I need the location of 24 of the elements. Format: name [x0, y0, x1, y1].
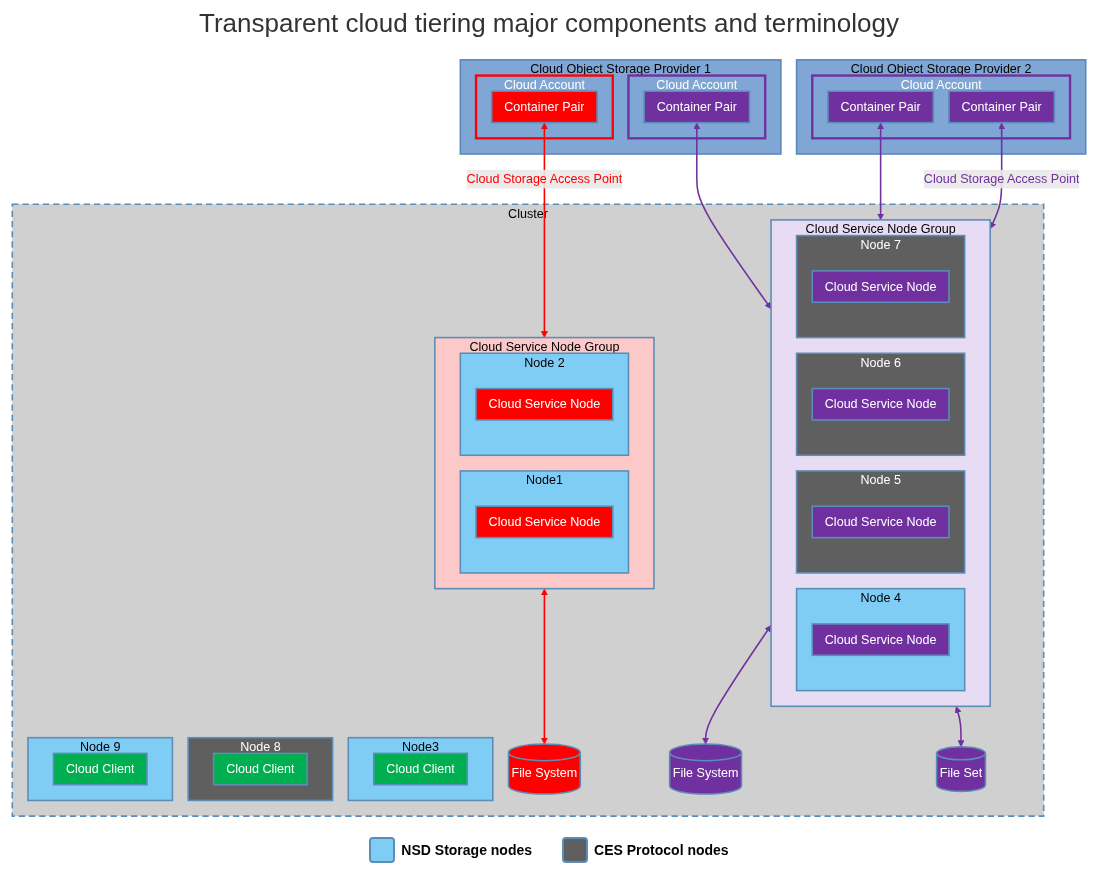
node-box: Cloud Client: [52, 752, 148, 786]
node-box: Cloud Service Node: [811, 505, 950, 539]
node-box: Container Pair: [643, 90, 751, 124]
node-box: Container Pair: [490, 90, 598, 124]
arrow: [954, 706, 965, 748]
diagram-title: Transparent cloud tiering major components and terminology: [198, 8, 900, 39]
node-box: Cloud Client: [373, 752, 469, 786]
node-box: Cloud Service Node: [811, 623, 950, 657]
arrow: [702, 625, 772, 745]
arrow: [540, 122, 548, 338]
arrow: [540, 588, 548, 745]
node-box: Cloud Service Node: [811, 270, 950, 304]
edge-label: Cloud Storage Access Point: [923, 172, 1080, 186]
edge-label: Cloud Storage Access Point: [466, 172, 623, 186]
arrow: [877, 122, 885, 221]
legend-text: CES Protocol nodes: [594, 842, 729, 858]
node-box: Cloud Client: [212, 752, 308, 786]
node-box: Cloud Service Node: [475, 505, 614, 539]
node-box: Container Pair: [948, 90, 1056, 124]
arrow: [693, 122, 772, 310]
legend-text: NSD Storage nodes: [401, 842, 533, 858]
node-box: Cloud Service Node: [811, 387, 950, 421]
node-box: Cloud Service Node: [475, 387, 614, 421]
node-box: Container Pair: [827, 90, 935, 124]
